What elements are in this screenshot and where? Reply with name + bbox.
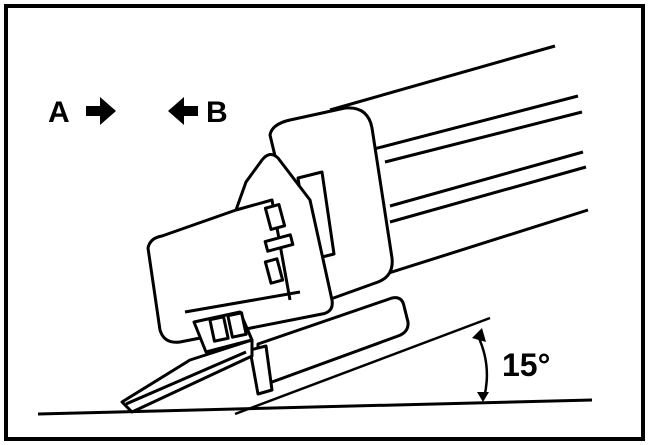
head-slot-2 bbox=[263, 233, 295, 253]
arrow-left-icon bbox=[168, 97, 198, 125]
housing-line-3 bbox=[384, 110, 583, 164]
head-slot-3 bbox=[263, 257, 285, 285]
housing-line-4 bbox=[389, 150, 584, 208]
head-lower-line bbox=[184, 290, 301, 314]
angle-arrow-top-icon bbox=[472, 328, 486, 342]
arrow-right-icon bbox=[86, 97, 116, 125]
figure-frame bbox=[4, 4, 645, 441]
housing-line-1 bbox=[329, 44, 556, 112]
head-edge-line bbox=[235, 198, 292, 301]
housing-line-5 bbox=[389, 165, 587, 224]
jigsaw-body bbox=[120, 44, 589, 414]
angle-arc bbox=[476, 335, 489, 399]
angle-label: 15° bbox=[502, 347, 550, 383]
blade-edge-line bbox=[125, 350, 247, 406]
roller-1 bbox=[208, 315, 230, 343]
label-a: A bbox=[48, 96, 70, 129]
angle-arrow-bottom-icon bbox=[477, 392, 489, 402]
label-b: B bbox=[206, 96, 228, 129]
roller-2 bbox=[226, 311, 248, 339]
inclined-reference-line bbox=[234, 316, 491, 416]
shoe-edge bbox=[248, 344, 274, 396]
head-slot-1 bbox=[263, 203, 287, 231]
housing-line-2 bbox=[369, 94, 579, 152]
